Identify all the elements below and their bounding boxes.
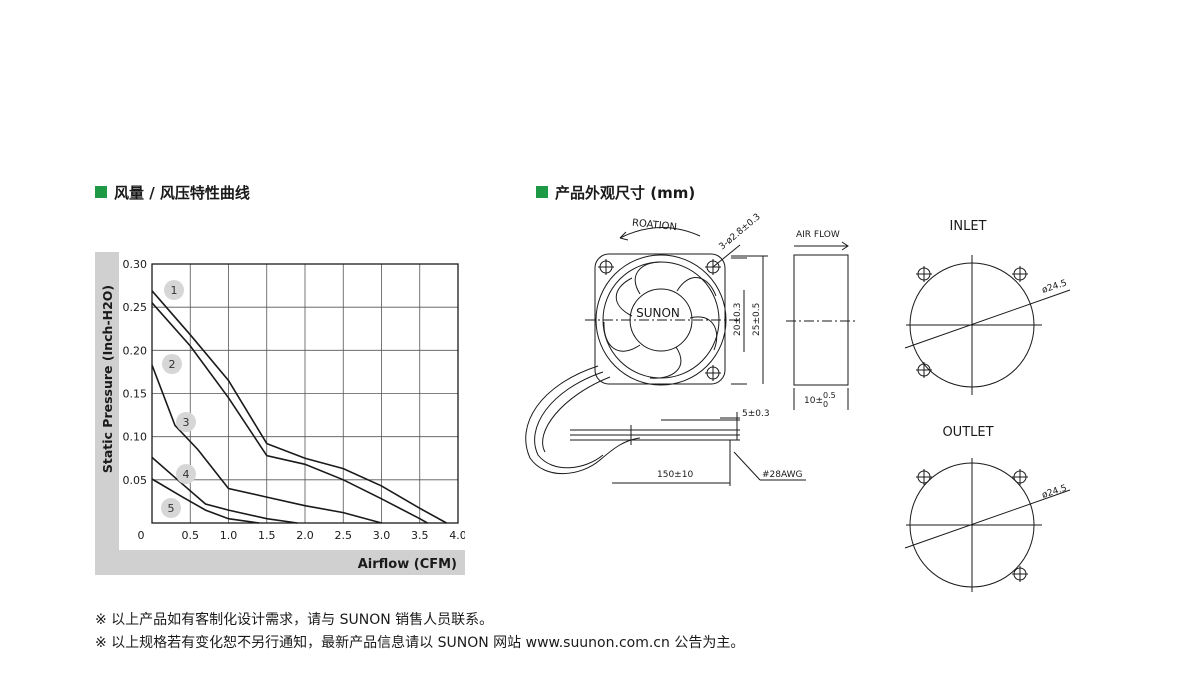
fan-front-view <box>585 227 741 386</box>
hole-label: 3-ø2.8±0.3 <box>718 212 763 252</box>
mounting-hole-icon <box>1012 469 1028 485</box>
dim-20-label: 20±0.3 <box>733 303 743 336</box>
note-customization: ※ 以上产品如有客制化设计需求，请与 SUNON 销售人员联系。 <box>95 612 494 628</box>
rotation-label: ROATION <box>631 218 677 234</box>
y-tick-label: 0.20 <box>123 344 148 357</box>
mounting-hole-icon <box>916 362 932 378</box>
series-badge <box>161 498 181 518</box>
curve-section-title: 风量 / 风压特性曲线 <box>95 182 250 202</box>
outlet-label: OUTLET <box>942 425 993 440</box>
dimension-title-text: 产品外观尺寸 (mm) <box>555 183 696 202</box>
x-tick-label: 2.0 <box>296 529 314 542</box>
pq-chart: 1 2 3 4 5 0 0.5 1.0 1.5 2.0 2.5 3.0 3.5 4.0 0.05 0.10 0… <box>100 258 465 572</box>
brand-label: SUNON <box>636 306 680 320</box>
section-marker-icon <box>536 186 548 198</box>
curve-title-text: 风量 / 风压特性曲线 <box>114 183 250 202</box>
wire-label: #28AWG <box>762 470 803 480</box>
airflow-label: AIR FLOW <box>796 230 840 240</box>
note-spec-change: ※ 以上规格若有变化恕不另行通知，最新产品信息请以 SUNON 网站 www.s… <box>95 635 745 651</box>
outlet-view <box>904 458 1071 592</box>
dim-5-label: 5±0.3 <box>742 409 770 419</box>
y-tick-label: 0.10 <box>123 431 148 444</box>
x-tick-label: 3.0 <box>373 529 391 542</box>
dim-10-lower: 0 <box>823 400 828 409</box>
section-marker-icon <box>95 186 107 198</box>
dimension-section-title: 产品外观尺寸 (mm) <box>536 182 695 202</box>
mounting-hole-icon <box>916 266 932 282</box>
y-tick-label: 0.05 <box>123 474 148 487</box>
series-badge-label: 2 <box>169 358 176 371</box>
series-badge-label: 5 <box>168 502 175 515</box>
series-badge-label: 1 <box>171 284 178 297</box>
series-5-line <box>151 478 260 524</box>
x-tick-label: 2.5 <box>335 529 353 542</box>
inlet-label: INLET <box>950 219 987 234</box>
dim-10-label: 10± <box>804 396 823 406</box>
x-tick-label: 1.5 <box>258 529 276 542</box>
fan-side-view <box>786 241 858 410</box>
series-badge <box>176 464 196 484</box>
series-badge <box>176 412 196 432</box>
x-tick-label: 0.5 <box>182 529 200 542</box>
x-tick-label: 1.0 <box>220 529 238 542</box>
x-tick-label: 3.5 <box>411 529 429 542</box>
dim-25-label: 25±0.5 <box>752 303 762 336</box>
outlet-diameter: ø24.5 <box>1041 483 1068 500</box>
plot-frame <box>151 263 459 524</box>
series-badge <box>164 280 184 300</box>
series-badge-label: 4 <box>183 468 190 481</box>
x-axis-label: Airflow (CFM) <box>358 557 457 572</box>
inlet-view <box>904 255 1071 395</box>
series-3-line <box>151 364 382 524</box>
y-axis-label: Static Pressure (Inch-H2O) <box>100 285 115 473</box>
dim-10-upper: 0.5 <box>823 391 836 400</box>
mounting-hole-icon <box>916 469 932 485</box>
x-tick-label: 4.0 <box>449 529 465 542</box>
mounting-hole-icon <box>1012 566 1028 582</box>
series-1-line <box>151 290 447 524</box>
series-badge-label: 3 <box>183 416 190 429</box>
chart-panel: 1 2 3 4 5 0 0.5 1.0 1.5 2.0 2.5 3.0 3.5 4.0 0.05 0.10 0… <box>95 252 465 575</box>
mounting-hole-icon <box>598 259 614 275</box>
y-tick-label: 0.30 <box>123 258 148 271</box>
series-4-line <box>151 456 298 524</box>
x-tick-label: 0 <box>138 529 145 542</box>
y-tick-label: 0.25 <box>123 301 148 314</box>
series-2-line <box>151 302 428 524</box>
y-tick-label: 0.15 <box>123 388 148 401</box>
inlet-diameter: ø24.5 <box>1041 278 1068 295</box>
dim-150-label: 150±10 <box>657 470 693 480</box>
mounting-hole-icon <box>1012 266 1028 282</box>
mounting-hole-icon <box>705 259 721 275</box>
mounting-hole-icon <box>705 365 721 381</box>
series-badge <box>162 354 182 374</box>
